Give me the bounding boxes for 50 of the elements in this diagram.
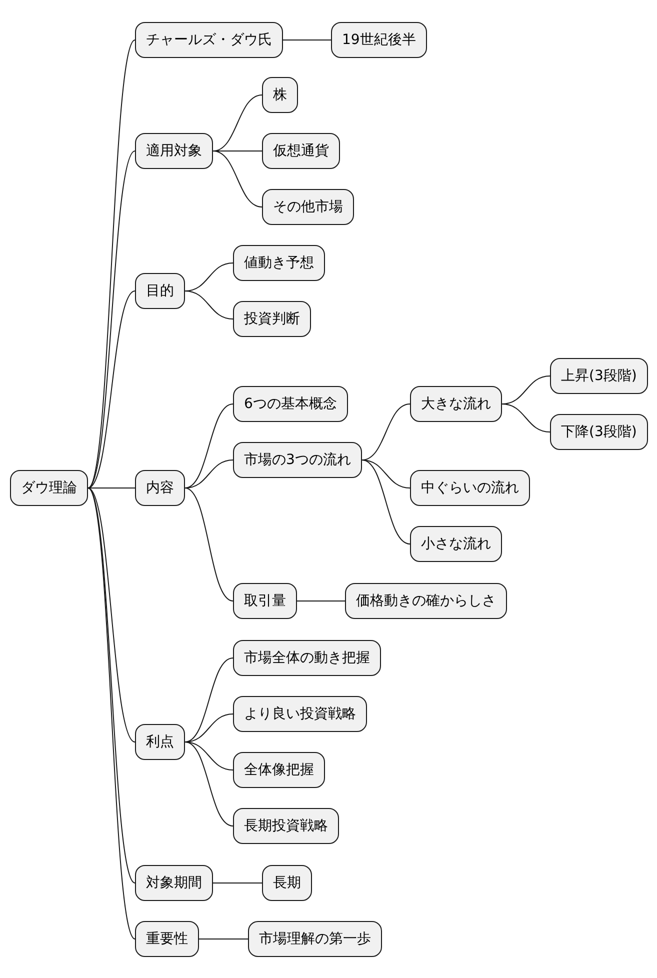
topic-box: 全体像把握 [233, 752, 325, 788]
connector-line [184, 742, 234, 826]
connector-line [184, 290, 234, 320]
topic-box: 市場理解の第一歩 [248, 921, 382, 957]
connector-line [184, 742, 234, 770]
topic-box: 市場の3つの流れ [233, 442, 362, 478]
connector-line [362, 460, 410, 544]
topic-box: 利点 [135, 724, 185, 760]
connector-line [184, 404, 234, 488]
topic-box: 市場全体の動き把握 [233, 640, 381, 676]
connector-line [88, 40, 136, 488]
topic-box: より良い投資戦略 [233, 696, 367, 732]
topic-box: 上昇(3段階) [550, 358, 648, 394]
topic-box: 内容 [135, 470, 185, 506]
connector-line [212, 882, 262, 884]
topic-box: 仮想通貨 [262, 133, 340, 169]
connector-line [212, 150, 262, 208]
connector-line [184, 658, 234, 742]
topic-box: 投資判断 [233, 301, 311, 337]
topic-box: 値動き予想 [233, 245, 325, 281]
topic-box: 大きな流れ [410, 386, 502, 422]
connector-line [362, 460, 410, 488]
connector-line [212, 94, 262, 152]
topic-box: 中ぐらいの流れ [410, 470, 530, 506]
topic-box: 価格動きの確からしさ [345, 583, 507, 619]
topic-box: ダウ理論 [10, 470, 88, 506]
connector-line [212, 150, 262, 152]
topic-box: 19世紀後半 [331, 22, 427, 58]
connector-line [198, 938, 248, 940]
topic-box: 小さな流れ [410, 526, 502, 562]
connector-line [88, 290, 136, 488]
topic-box: その他市場 [262, 189, 354, 225]
connector-line [184, 488, 234, 602]
topic-box: 取引量 [233, 583, 297, 619]
connector-line [88, 488, 136, 742]
topic-box: 対象期間 [135, 865, 213, 901]
connector-line [502, 404, 550, 432]
connector-line [362, 404, 410, 460]
connector-line [88, 150, 136, 488]
connector-line [296, 600, 346, 602]
topic-box: 適用対象 [135, 133, 213, 169]
connector-line [184, 460, 234, 488]
topic-box: 下降(3段階) [550, 414, 648, 450]
topic-box: 長期 [262, 865, 312, 901]
topic-box: 長期投資戦略 [233, 808, 339, 844]
topic-box: 重要性 [135, 921, 199, 957]
topic-box: 6つの基本概念 [233, 386, 348, 422]
topic-box: 目的 [135, 273, 185, 309]
topic-box: チャールズ・ダウ氏 [135, 22, 283, 58]
topic-box: 株 [262, 77, 298, 113]
